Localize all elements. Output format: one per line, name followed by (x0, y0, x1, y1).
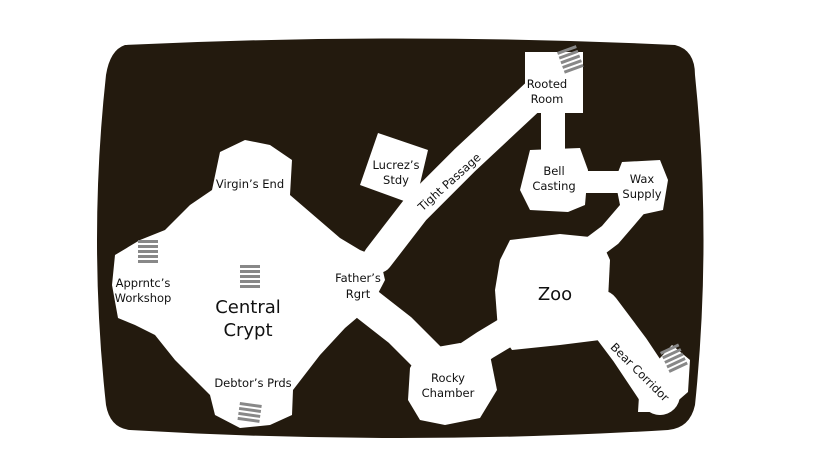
label-virgins-end: Virgin’s End (216, 177, 284, 191)
stairs-icon (237, 402, 262, 423)
label-apprntcs-workshop-2: Workshop (115, 291, 172, 305)
cave-floor (112, 52, 690, 428)
wax-supply-area (615, 160, 668, 215)
stairs-icon (557, 45, 584, 74)
label-apprntcs-workshop: Apprntc’s (116, 276, 171, 290)
rocky-chamber-area (408, 343, 497, 425)
label-rocky-chamber: Rocky (431, 371, 465, 385)
label-debtors-prds: Debtor’s Prds (214, 376, 291, 390)
tight-passage-corridor (363, 75, 555, 273)
central-crypt-area (112, 140, 385, 428)
label-wax-supply-2: Supply (622, 187, 661, 201)
rooted-room-area (525, 52, 583, 113)
stairs-icon (138, 240, 158, 263)
zoo-area (495, 234, 610, 350)
label-lucrezs-stdy-2: Stdy (383, 173, 409, 187)
label-rooted-room-2: Room (531, 92, 564, 106)
label-lucrezs-stdy: Lucrez’s (372, 158, 419, 172)
bell-casting-area (520, 148, 588, 212)
label-fathers-rgrt-2: Rgrt (346, 287, 371, 301)
label-fathers-rgrt: Father’s (335, 271, 381, 285)
label-wax-supply: Wax (630, 172, 655, 186)
label-rocky-chamber-2: Chamber (422, 386, 475, 400)
label-central-crypt: Central (215, 297, 281, 318)
label-bell-casting-2: Casting (532, 179, 575, 193)
label-central-crypt-2: Crypt (223, 320, 272, 341)
label-bell-casting: Bell (543, 164, 564, 178)
stairs-icon (660, 343, 688, 373)
stairs-icon (240, 265, 260, 288)
label-rooted-room: Rooted (527, 77, 567, 91)
lucrezs-study-room (360, 133, 428, 205)
label-zoo: Zoo (538, 284, 572, 305)
